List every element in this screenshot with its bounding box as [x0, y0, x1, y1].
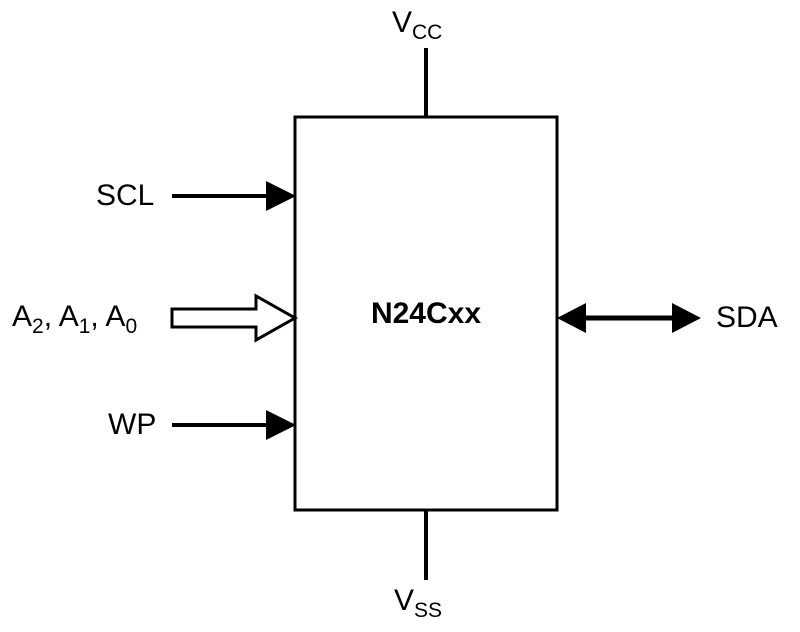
- addr-part2-base: , A: [90, 300, 126, 333]
- pin-label-sda: SDA: [716, 301, 778, 335]
- addr-part2-sub: 0: [125, 315, 138, 338]
- scl-text: SCL: [96, 179, 155, 212]
- vss-base-text: V: [394, 584, 415, 617]
- address-bus-open-arrow-icon: [170, 293, 299, 343]
- chip-outline: [293, 115, 559, 512]
- sda-right-arrowhead-icon: [672, 303, 701, 333]
- pin-label-scl: SCL: [96, 179, 154, 213]
- wp-arrowhead-icon: [266, 410, 296, 440]
- vcc-base-text: V: [392, 6, 413, 39]
- addr-part0-base: A: [12, 300, 33, 333]
- pin-label-vss: VSS: [394, 584, 442, 621]
- addr-part0-sub: 2: [32, 315, 44, 338]
- wp-text: WP: [108, 408, 157, 441]
- addr-part1-sub: 1: [78, 315, 91, 338]
- vss-sub-text: SS: [414, 599, 443, 622]
- scl-arrowhead-icon: [266, 181, 296, 211]
- vcc-sub-text: CC: [412, 21, 443, 44]
- chip-name-text: N24Cxx: [370, 296, 482, 330]
- pin-label-wp: WP: [108, 408, 156, 442]
- sda-text: SDA: [716, 301, 778, 334]
- pin-label-vcc: VCC: [392, 6, 442, 43]
- chip-name-label: N24Cxx: [295, 117, 557, 510]
- addr-part1-base: , A: [43, 300, 79, 333]
- sda-left-arrowhead-icon: [557, 303, 586, 333]
- pin-label-address: A2, A1, A0: [12, 300, 137, 337]
